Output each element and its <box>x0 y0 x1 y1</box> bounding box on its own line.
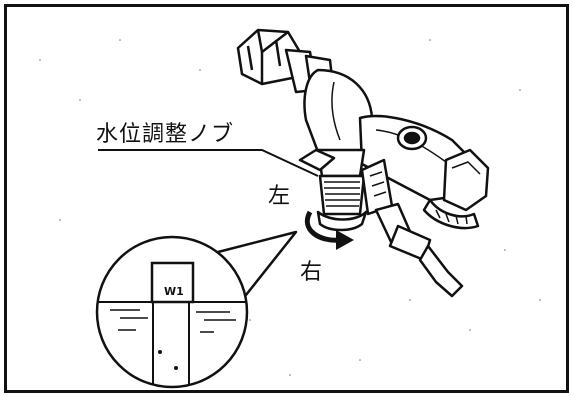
cable <box>418 244 464 298</box>
w1-marker <box>150 261 195 304</box>
rotation-arrow-icon <box>304 210 354 250</box>
valve-body <box>236 28 490 298</box>
background-speckles <box>39 39 541 376</box>
end-cap-nut <box>422 148 490 230</box>
knob-leader-line <box>98 149 319 177</box>
water-level-knob <box>316 174 368 232</box>
water-level-knob-label: 水位調整ノブ <box>96 122 235 147</box>
detail-magnifier <box>95 230 298 389</box>
water-ripples <box>110 309 236 333</box>
w1-marker-label: W1 <box>164 285 184 298</box>
left-direction-label: 左 <box>268 184 291 209</box>
right-direction-label: 右 <box>300 260 323 285</box>
knob-wing <box>298 148 336 172</box>
